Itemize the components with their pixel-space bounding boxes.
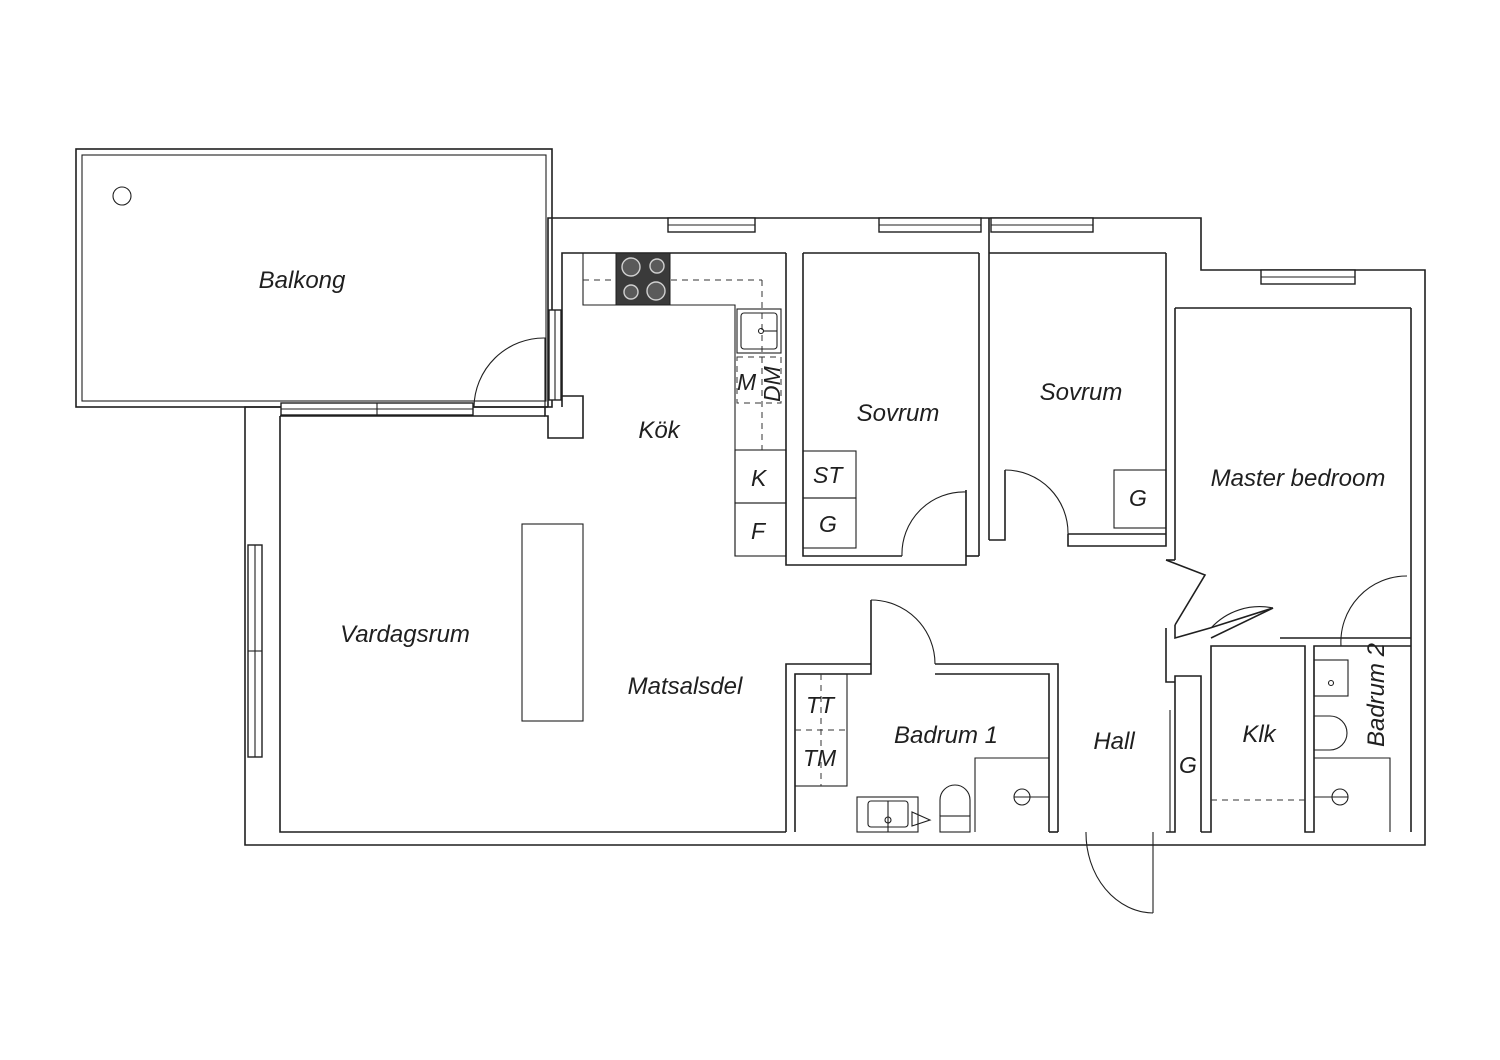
badrum-1-fixtures: TT TM	[794, 673, 1049, 833]
room-label-vardagsrum: Vardagsrum	[340, 621, 470, 648]
badrum-2-fixtures	[1211, 659, 1391, 832]
kitchen-island	[521, 523, 584, 722]
outer-walls	[244, 217, 1426, 846]
shower-icon	[974, 757, 1049, 832]
wardrobe-sovrum1-label: G	[819, 511, 837, 537]
room-label-sovrum-1: Sovrum	[857, 400, 940, 427]
room-label-kok: Kök	[638, 417, 681, 444]
room-label-badrum-2: Badrum 2	[1363, 643, 1390, 747]
stove-icon	[615, 252, 671, 306]
room-label-sovrum-2: Sovrum	[1040, 379, 1123, 406]
room-label-balkong: Balkong	[259, 267, 346, 294]
washer-label: TM	[803, 745, 837, 771]
wardrobe-hall-label: G	[1179, 752, 1197, 778]
dishwasher-label: DM	[759, 365, 785, 402]
fridge-label: K	[751, 465, 768, 491]
windows	[247, 217, 1356, 758]
washbasin-icon	[856, 796, 919, 833]
room-label-hall: Hall	[1093, 728, 1135, 755]
dryer-label: TT	[806, 692, 836, 718]
bedroom-fixtures: ST G G	[802, 450, 1167, 549]
room-label-master-bedroom: Master bedroom	[1211, 465, 1386, 492]
room-label-matsalsdel: Matsalsdel	[628, 673, 743, 700]
microwave-label: M	[737, 369, 757, 395]
balcony-drain-icon	[112, 186, 132, 206]
freezer-label: F	[751, 518, 767, 544]
doors	[473, 337, 1408, 914]
room-label-badrum-1: Badrum 1	[894, 722, 998, 749]
wardrobe-sovrum2-label: G	[1129, 485, 1147, 511]
toilet-icon	[939, 784, 971, 833]
storage-st-label: ST	[813, 462, 844, 488]
interior-walls	[544, 218, 1411, 833]
kitchen-sink-icon	[736, 308, 782, 354]
room-labels: Balkong Kök Sovrum Sovrum Master bedroom…	[259, 267, 1390, 755]
kitchen: M DM K F	[582, 252, 787, 557]
room-label-klk: Klk	[1242, 721, 1277, 748]
